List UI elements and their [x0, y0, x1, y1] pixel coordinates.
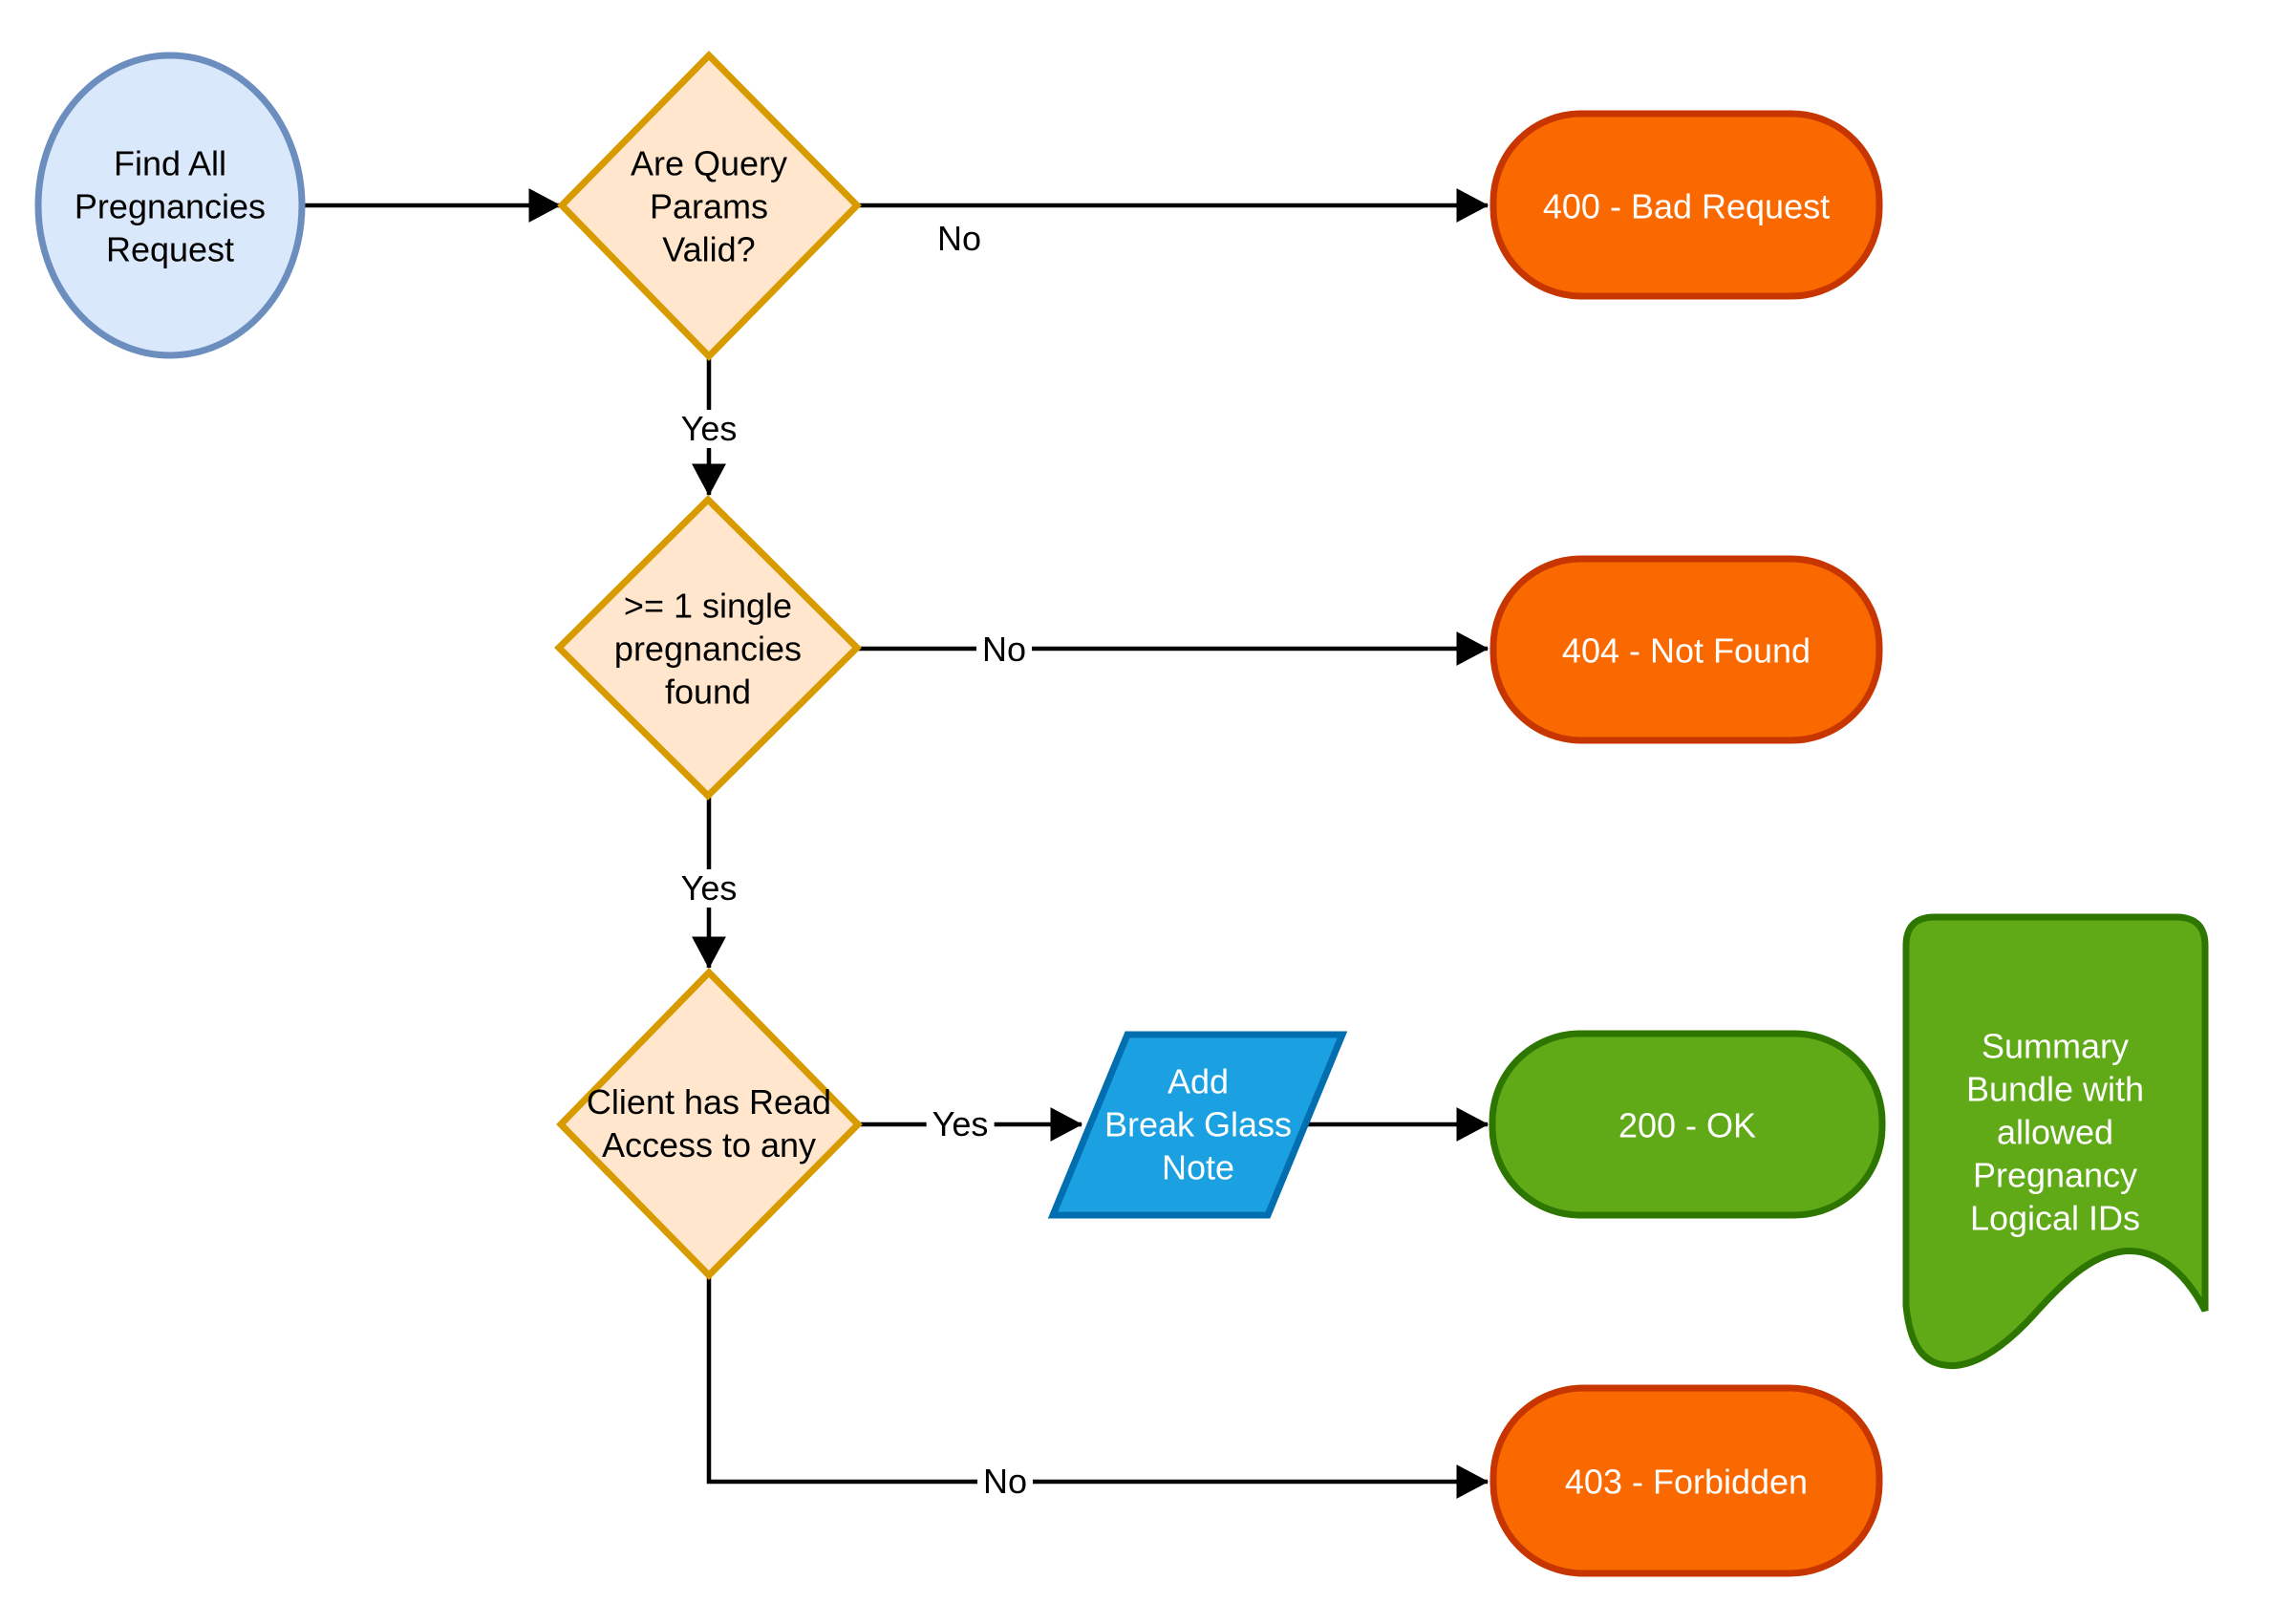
end-200-label: 200 - OK: [1618, 1105, 1757, 1145]
edge-label-params-no: No: [931, 220, 988, 258]
end-403-pill: [1489, 1384, 1883, 1577]
break-glass-label: Add Break Glass Note: [1104, 1061, 1293, 1187]
edge-label-found-yes: Yes: [675, 869, 743, 908]
summary-bundle-banner: [1902, 913, 2209, 1370]
start-label: Find All Pregnancies Request: [74, 143, 267, 269]
break-glass-parallelogram: [1047, 1031, 1348, 1219]
edge-label-access-no: No: [976, 1463, 1034, 1501]
decision-found-label: >= 1 single pregnancies found: [613, 586, 803, 712]
end-403-label: 403 - Forbidden: [1564, 1462, 1809, 1502]
edge-label-access-yes: Yes: [926, 1105, 995, 1143]
end-400-label: 400 - Bad Request: [1542, 186, 1831, 226]
decision-params-diamond: [557, 51, 862, 362]
end-404-pill: [1489, 555, 1883, 744]
start-ellipse: [34, 52, 306, 359]
decision-access-label: Client has Read Access to any: [586, 1082, 832, 1165]
decision-access-diamond: [556, 967, 863, 1280]
end-400-pill: [1489, 110, 1883, 300]
edge-label-found-no: No: [975, 630, 1033, 669]
end-200-pill: [1489, 1030, 1886, 1219]
summary-bundle-label: Summary Bundle with allowed Pregnancy Lo…: [1965, 1026, 2145, 1238]
decision-found-diamond: [554, 495, 862, 801]
edge-access-no-403: [706, 1275, 1489, 1499]
decision-params-label: Are Query Params Valid?: [630, 143, 788, 269]
end-404-label: 404 - Not Found: [1561, 630, 1811, 671]
edge-label-params-yes: Yes: [675, 410, 743, 448]
